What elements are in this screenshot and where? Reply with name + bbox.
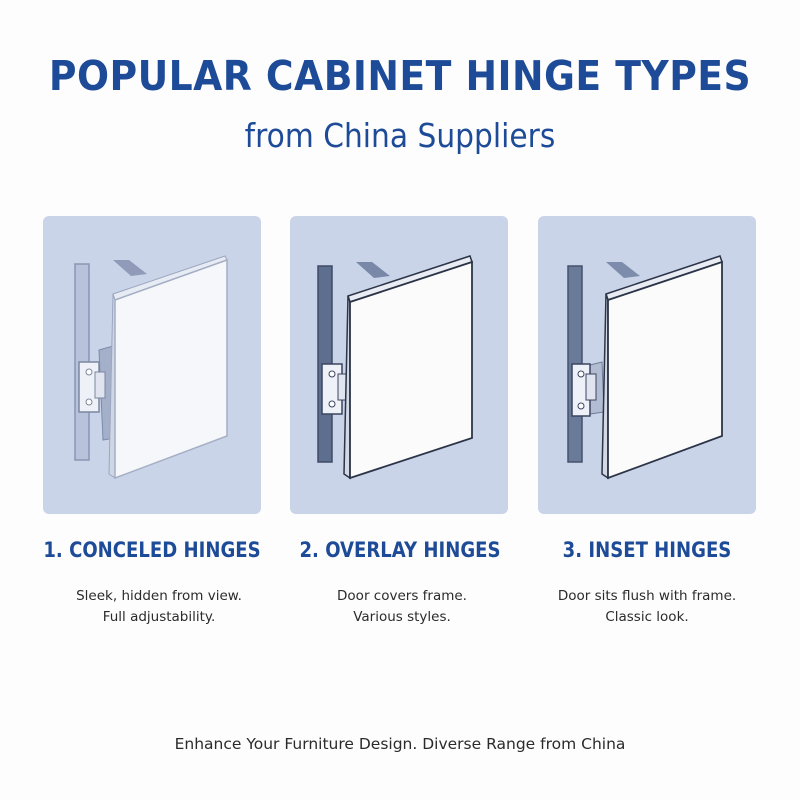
inset-hinge-panel (538, 216, 756, 514)
concealed-hinge-illustration (74, 255, 228, 480)
footer-tagline: Enhance Your Furniture Design. Diverse R… (174, 735, 626, 753)
inset-hinge-heading: 3. INSET HINGES (562, 538, 732, 562)
concealed-hinge-panel (43, 216, 261, 514)
frame-brace (113, 260, 147, 276)
hinge-plate-icon (571, 363, 597, 417)
frame-brace (606, 262, 640, 278)
overlay-hinge-description: Door covers frame. Various styles. (272, 586, 532, 628)
page-title: POPULAR CABINET HINGE TYPES (48, 52, 752, 100)
hinge-plate-icon (78, 361, 106, 413)
concealed-hinge-heading: 1. CONCELED HINGES (43, 538, 261, 562)
description-line: Various styles. (353, 609, 451, 625)
overlay-hinge-heading: 2. OVERLAY HINGES (299, 538, 501, 562)
inset-hinge-illustration (567, 255, 723, 480)
inset-hinge-description: Door sits flush with frame. Classic look… (517, 586, 777, 628)
page-subtitle: from China Suppliers (244, 116, 556, 155)
frame-brace (356, 262, 390, 278)
cabinet-door-illustration (601, 255, 723, 480)
cabinet-door-illustration (108, 255, 228, 480)
overlay-hinge-illustration (317, 255, 473, 480)
description-line: Door sits flush with frame. (557, 588, 737, 604)
description-line: Door covers frame. (337, 588, 467, 604)
overlay-hinge-panel (290, 216, 508, 514)
description-line: Classic look. (605, 609, 689, 625)
cabinet-door-illustration (343, 255, 473, 480)
description-line: Full adjustability. (102, 609, 216, 625)
concealed-hinge-description: Sleek, hidden from view. Full adjustabil… (29, 586, 289, 628)
hinge-plate-icon (321, 363, 349, 415)
description-line: Sleek, hidden from view. (76, 588, 242, 604)
